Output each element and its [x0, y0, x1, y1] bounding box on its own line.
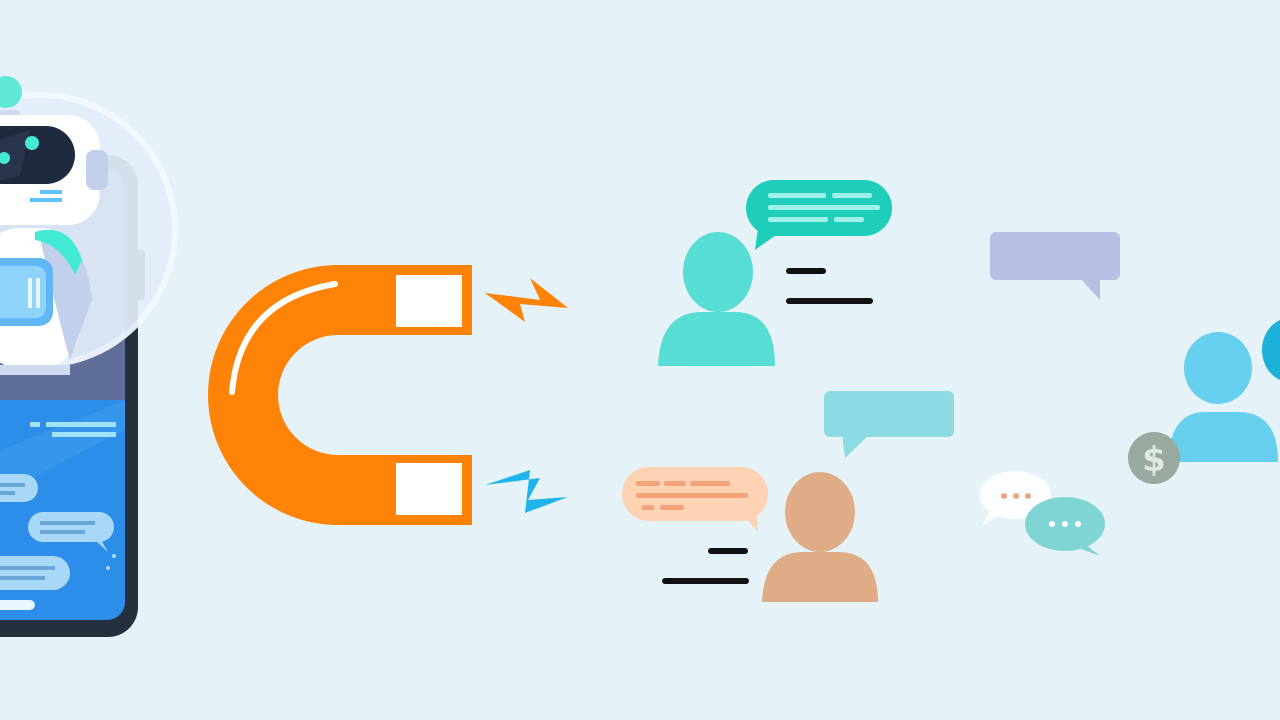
- text-line: [708, 548, 748, 554]
- person-icon: [658, 232, 775, 366]
- speech-bubble-teal: [746, 180, 892, 250]
- screen-header-line: [52, 432, 116, 437]
- typing-bubble: [1025, 497, 1105, 556]
- screen-chat-bubble: [0, 556, 70, 590]
- screen-header-line: [46, 422, 116, 427]
- screen-chat-bubble: [0, 474, 38, 502]
- screen-chat-bubble: [28, 512, 114, 552]
- text-line: [662, 578, 749, 584]
- person-icon: [1168, 332, 1278, 462]
- screen-header-line: [30, 422, 40, 427]
- speech-bubble-light-blue: [824, 391, 954, 458]
- person-icon-partial: [1262, 320, 1280, 380]
- magnet-tip-top: [396, 275, 462, 327]
- dollar-coin-icon: $: [1128, 432, 1180, 484]
- speech-bubble-peach: [622, 467, 768, 532]
- magnet-tip-bottom: [396, 463, 462, 515]
- person-icon: [762, 472, 878, 602]
- lightning-spark-blue: [485, 470, 568, 513]
- robot-icon: [0, 76, 178, 375]
- typing-bubble: [979, 471, 1051, 526]
- text-line: [786, 268, 826, 274]
- text-line: [786, 298, 873, 304]
- magnet-shine: [229, 281, 338, 395]
- speech-bubble-lavender: [990, 232, 1120, 300]
- screen-input-bar: [0, 600, 35, 610]
- magnet-icon: [208, 265, 472, 525]
- lightning-spark-orange: [485, 278, 568, 322]
- coin-symbol: $: [1142, 440, 1166, 480]
